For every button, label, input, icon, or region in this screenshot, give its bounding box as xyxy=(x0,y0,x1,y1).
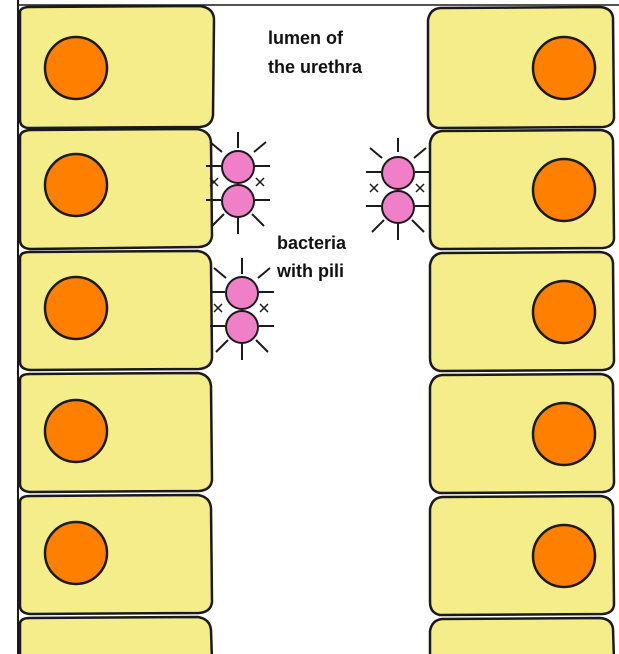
nucleus xyxy=(45,522,107,584)
coccus xyxy=(226,311,258,343)
coccus xyxy=(382,191,414,223)
left-cell-4 xyxy=(20,373,212,492)
right-cell-3 xyxy=(430,252,614,371)
bacterium-pair-upper-left xyxy=(206,132,270,234)
bacteria-label-line2: with pili xyxy=(276,261,344,281)
coccus xyxy=(222,185,254,217)
nucleus xyxy=(45,400,107,462)
left-cell-2 xyxy=(20,129,212,249)
nucleus xyxy=(45,37,107,99)
nucleus xyxy=(45,277,107,339)
nucleus xyxy=(533,525,595,587)
right-cell-4 xyxy=(430,374,614,493)
bacterium-pair-lower-left xyxy=(210,258,274,360)
nucleus xyxy=(533,403,595,465)
nucleus xyxy=(45,154,107,216)
right-cell-1 xyxy=(428,7,614,128)
nucleus xyxy=(533,281,595,343)
right-cell-5 xyxy=(430,496,614,615)
coccus xyxy=(222,151,254,183)
left-cell-5 xyxy=(20,495,212,614)
nucleus xyxy=(533,37,595,99)
bacteria-label-line1: bacteria xyxy=(277,233,347,253)
coccus xyxy=(382,157,414,189)
left-cell-6 xyxy=(20,617,212,654)
lumen-label-line2: the urethra xyxy=(268,57,363,77)
coccus xyxy=(226,277,258,309)
left-cell-3 xyxy=(20,251,212,370)
nucleus xyxy=(533,159,595,221)
right-cell-2 xyxy=(430,130,614,249)
right-cell-6 xyxy=(430,618,614,654)
lumen-label-line1: lumen of xyxy=(268,28,344,48)
bacterium-pair-upper-right xyxy=(366,138,430,240)
left-cell-1 xyxy=(20,6,214,128)
